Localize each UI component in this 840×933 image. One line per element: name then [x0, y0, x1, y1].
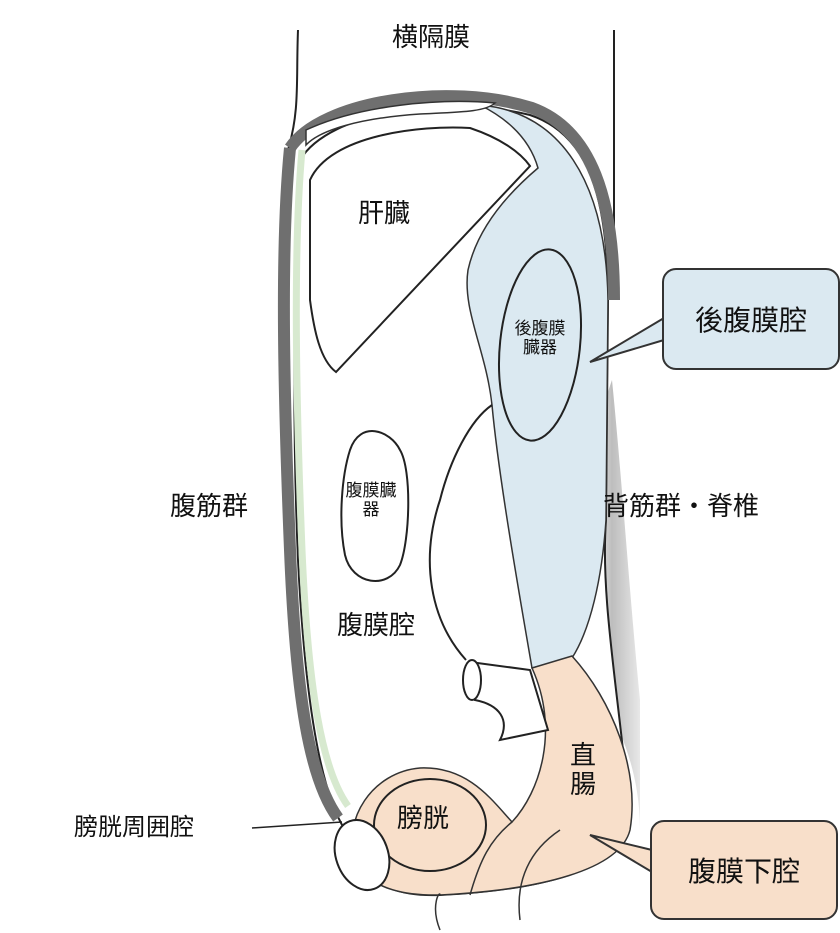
- label-abdominal-muscles: 腹筋群: [170, 492, 249, 522]
- abdominal-wall: [277, 147, 343, 822]
- label-perivesical-space: 膀胱周囲腔: [74, 813, 194, 841]
- sub-callout-pointer: [589, 834, 653, 873]
- label-peritoneal-cavity: 腹膜腔: [337, 611, 416, 641]
- diaphragm-wall: [285, 90, 620, 301]
- intestine-tube: [468, 660, 550, 742]
- bladder: [373, 778, 487, 872]
- retroperitoneal-organ: [497, 248, 583, 442]
- fascia-stripe: [292, 149, 351, 809]
- callout-retroperitoneal-space: 後腹膜腔: [662, 268, 840, 370]
- label-rectum: 直腸: [570, 741, 597, 800]
- label-bladder: 膀胱: [397, 804, 450, 834]
- retro-callout-pointer: [589, 317, 665, 363]
- peritoneal-organ: [340, 430, 410, 582]
- label-peritoneal-organs: 腹膜臓器: [345, 481, 397, 520]
- perivesical-leader: [251, 821, 343, 829]
- label-back-muscles-spine: 背筋群・脊椎: [603, 492, 760, 522]
- label-liver: 肝臓: [358, 199, 411, 229]
- label-retroperitoneal-organs: 後腹膜臓器: [514, 319, 566, 358]
- label-diaphragm: 横隔膜: [392, 23, 471, 53]
- perivesical-space: [333, 819, 391, 891]
- liver: [309, 126, 532, 374]
- callout-subperitoneal-space: 腹膜下腔: [650, 820, 838, 920]
